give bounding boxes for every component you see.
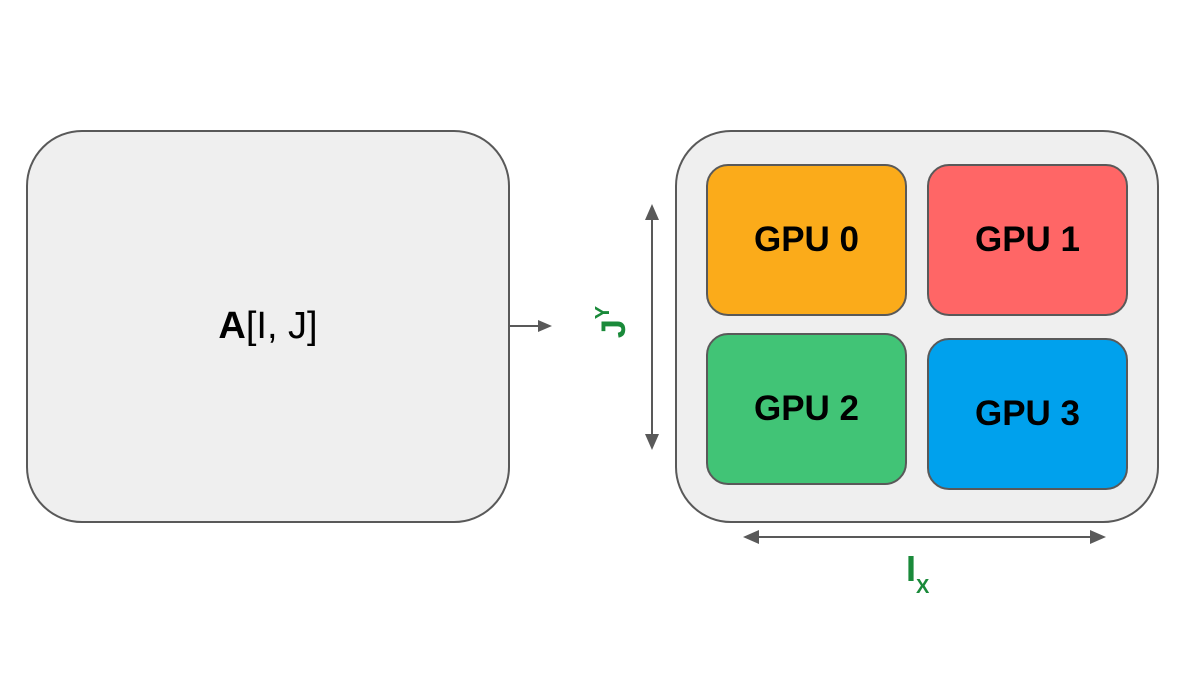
mapping-arrowhead bbox=[538, 320, 552, 332]
array-label: A[I, J] bbox=[218, 305, 317, 348]
vertical-axis-label: JY bbox=[592, 292, 635, 352]
array-name: A bbox=[218, 305, 246, 347]
vertical-arrowhead-top bbox=[645, 204, 659, 220]
vertical-arrowhead-bottom bbox=[645, 434, 659, 450]
array-box: A[I, J] bbox=[26, 130, 510, 523]
horizontal-arrowhead-right bbox=[1090, 530, 1106, 544]
gpu-3-cell: GPU 3 bbox=[927, 338, 1128, 490]
gpu-2-cell: GPU 2 bbox=[706, 333, 907, 485]
vertical-axis-sub: Y bbox=[592, 305, 614, 320]
array-dims: [I, J] bbox=[245, 305, 318, 347]
horizontal-axis-sub: X bbox=[916, 576, 930, 598]
horizontal-axis-label: IX bbox=[906, 548, 929, 598]
horizontal-axis-main: I bbox=[906, 548, 917, 589]
horizontal-arrowhead-left bbox=[743, 530, 759, 544]
gpu-1-cell: GPU 1 bbox=[927, 164, 1128, 316]
gpu-0-cell: GPU 0 bbox=[706, 164, 907, 316]
vertical-axis-main: J bbox=[595, 319, 633, 339]
